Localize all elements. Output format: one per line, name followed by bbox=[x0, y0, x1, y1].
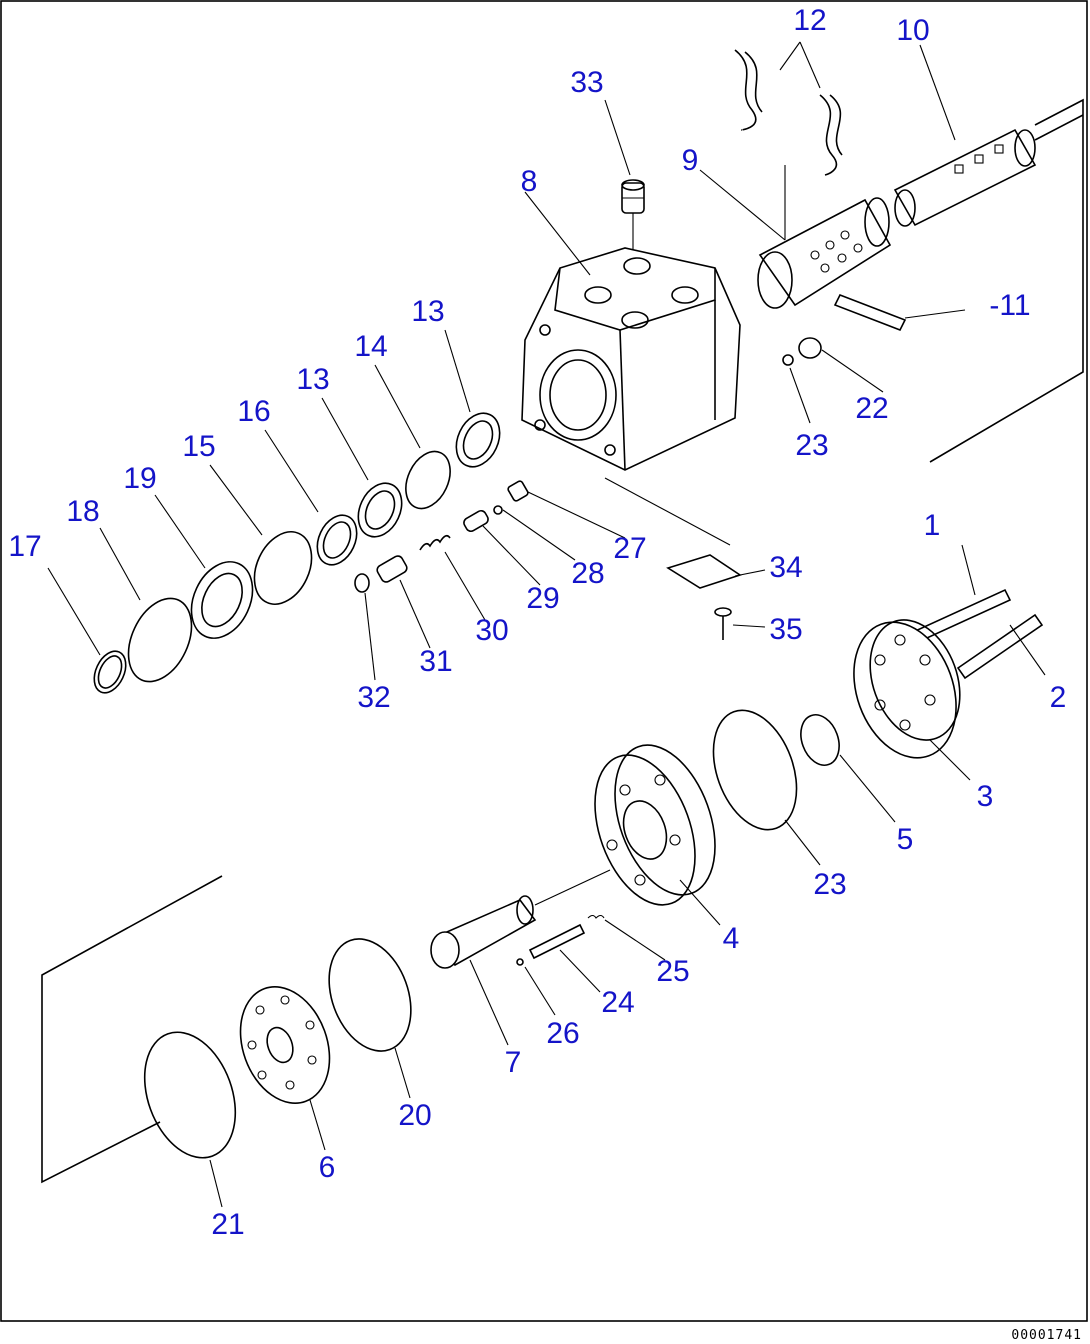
plate-part bbox=[666, 554, 742, 589]
screw-part bbox=[714, 607, 732, 640]
callout-26: 26 bbox=[546, 1017, 579, 1050]
callout-15: 15 bbox=[182, 430, 215, 463]
callout-6: 6 bbox=[319, 1151, 336, 1184]
callout-10: 10 bbox=[896, 14, 929, 47]
callout-24: 24 bbox=[601, 986, 634, 1019]
callout-29: 29 bbox=[526, 582, 559, 615]
housing-part bbox=[521, 195, 741, 471]
oring-mid-part bbox=[328, 938, 412, 1052]
callout-17: 17 bbox=[8, 530, 41, 563]
oring-outer-part bbox=[143, 1031, 237, 1159]
callout-21: 21 bbox=[211, 1208, 244, 1241]
callout-33: 33 bbox=[570, 66, 603, 99]
callout-19: 19 bbox=[123, 462, 156, 495]
callout-16: 16 bbox=[237, 395, 270, 428]
group-boundary-upper bbox=[929, 98, 1084, 463]
callout-labels: 1 2 3 4 5 6 7 8 9 10 -11 12 13 13 14 15 … bbox=[8, 4, 1066, 1241]
leader-lines bbox=[47, 41, 1046, 1208]
check-ball-part bbox=[798, 337, 822, 359]
callout-25: 25 bbox=[656, 955, 689, 988]
screw-set-part bbox=[516, 914, 605, 966]
callout-14: 14 bbox=[354, 330, 387, 363]
plug-part bbox=[621, 179, 645, 214]
callout-11: -11 bbox=[989, 289, 1030, 322]
callout-23a: 23 bbox=[795, 429, 828, 462]
callout-35: 35 bbox=[769, 613, 802, 646]
callout-22: 22 bbox=[855, 392, 888, 425]
seal-rings bbox=[93, 412, 501, 694]
callout-13b: 13 bbox=[296, 363, 329, 396]
sleeve-part bbox=[757, 165, 892, 309]
callout-27: 27 bbox=[613, 532, 646, 565]
callout-2: 2 bbox=[1050, 681, 1067, 714]
callout-20: 20 bbox=[398, 1099, 431, 1132]
drawing-code: 00001741 bbox=[1011, 1328, 1082, 1343]
valve-plate-part bbox=[239, 986, 331, 1104]
relief-valve-parts bbox=[354, 480, 529, 593]
callout-23b: 23 bbox=[813, 868, 846, 901]
callout-7: 7 bbox=[505, 1046, 522, 1079]
callout-4: 4 bbox=[723, 922, 740, 955]
callout-32: 32 bbox=[357, 681, 390, 714]
callout-31: 31 bbox=[419, 645, 452, 678]
spacer-part bbox=[800, 714, 840, 766]
drive-shaft-part bbox=[430, 869, 611, 969]
callout-34: 34 bbox=[769, 551, 802, 584]
callout-3: 3 bbox=[977, 780, 994, 813]
callout-18: 18 bbox=[66, 495, 99, 528]
end-cap-part bbox=[853, 619, 961, 759]
pin-part bbox=[833, 293, 907, 332]
oring-large-part bbox=[712, 709, 798, 831]
gerotor-part bbox=[594, 744, 716, 906]
callout-28: 28 bbox=[571, 557, 604, 590]
callout-13a: 13 bbox=[411, 295, 444, 328]
callout-8: 8 bbox=[521, 165, 538, 198]
plate-boundary bbox=[604, 477, 731, 546]
callout-5: 5 bbox=[897, 823, 914, 856]
spool-part bbox=[893, 114, 1084, 227]
callout-9: 9 bbox=[682, 144, 699, 177]
callout-12: 12 bbox=[793, 4, 826, 37]
oring-small-part bbox=[782, 354, 794, 366]
centering-springs-part bbox=[734, 49, 843, 176]
callout-1: 1 bbox=[924, 509, 941, 542]
group-boundary-lower bbox=[41, 875, 223, 1184]
callout-30: 30 bbox=[475, 614, 508, 647]
